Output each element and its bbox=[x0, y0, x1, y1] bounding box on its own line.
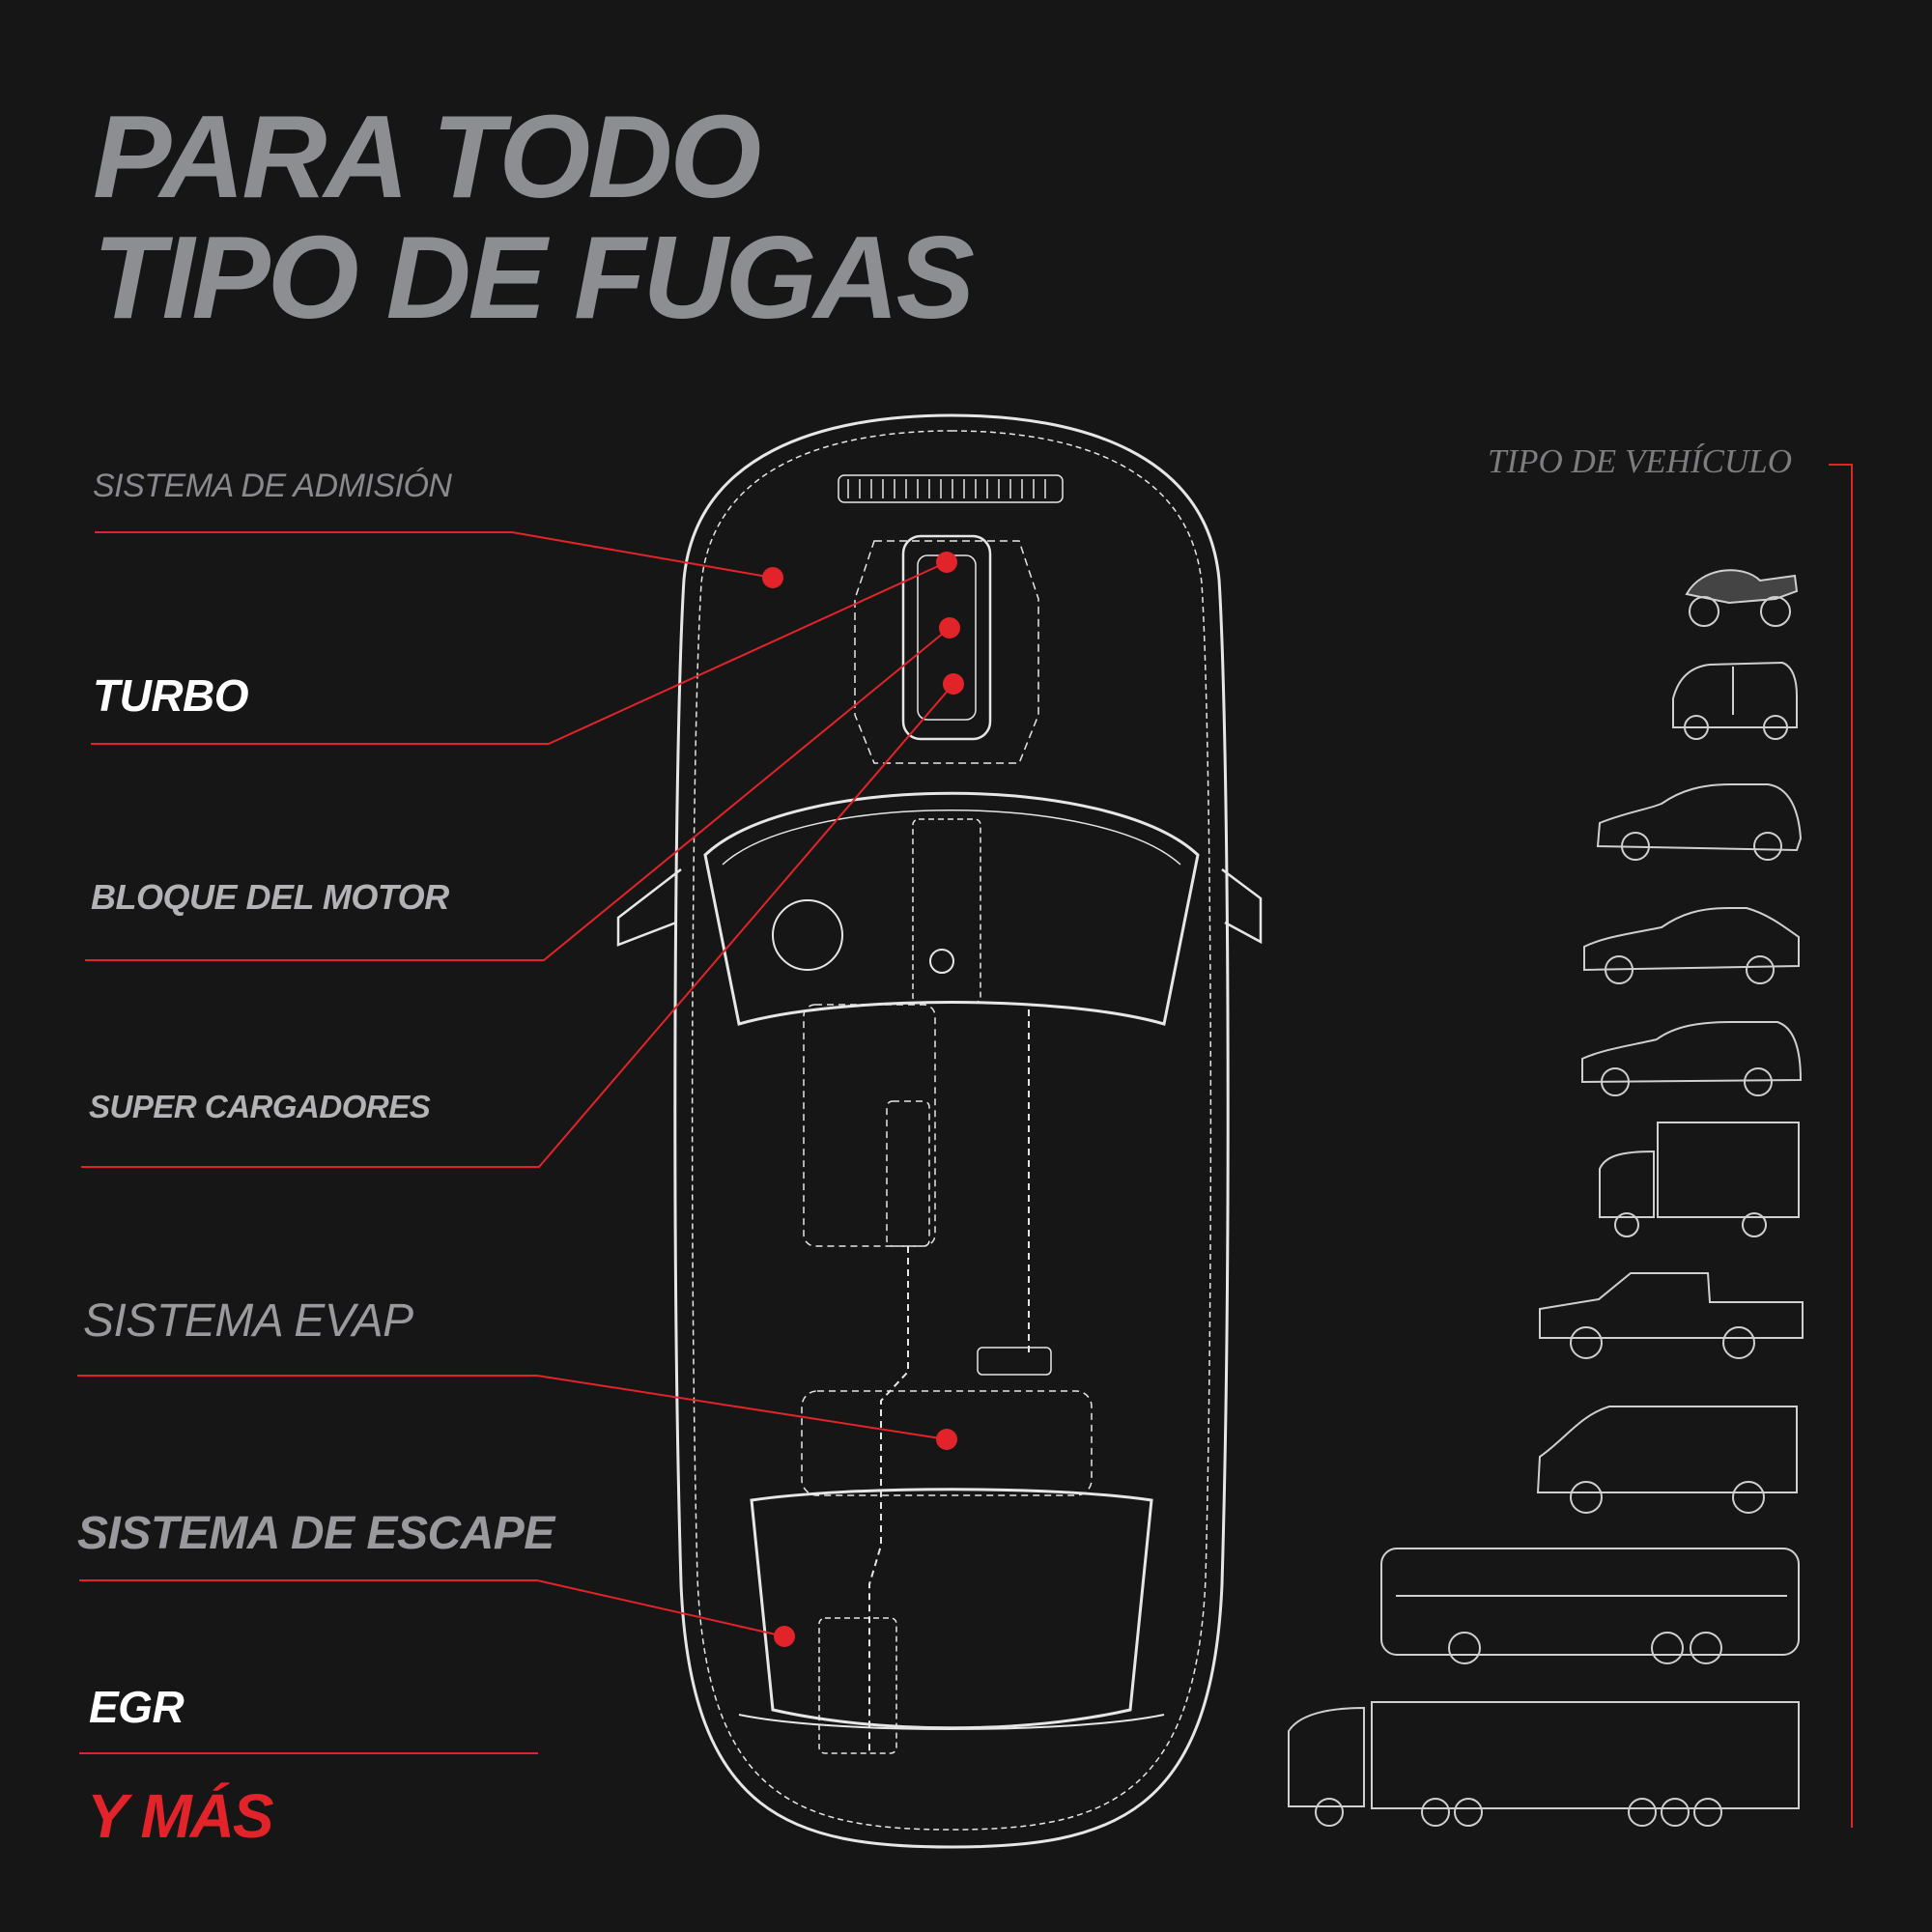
leader-line-engine-block bbox=[85, 627, 951, 961]
car-blueprint bbox=[616, 413, 1263, 1849]
leak-point-evap bbox=[936, 1429, 957, 1450]
van-icon bbox=[1536, 1406, 1798, 1514]
pickup-icon bbox=[1539, 1272, 1804, 1359]
headline: PARA TODO TIPO DE FUGAS bbox=[93, 91, 975, 343]
label-intake-system: SISTEMA DE ADMISIÓN bbox=[93, 468, 452, 504]
leak-point-engine-block bbox=[939, 617, 960, 639]
leader-line-turbo bbox=[91, 561, 948, 745]
leak-point-exhaust bbox=[774, 1626, 795, 1647]
vehicle-icons bbox=[1288, 569, 1804, 1827]
hatchback-icon bbox=[1596, 783, 1803, 861]
leader-lines bbox=[77, 464, 1853, 1828]
semi-truck-icon bbox=[1288, 1701, 1800, 1827]
leader-line-superchargers bbox=[81, 683, 954, 1168]
headline-line1: PARA TODO bbox=[93, 91, 761, 222]
label-engine-block: BLOQUE DEL MOTOR bbox=[91, 877, 449, 917]
label-turbo: TURBO bbox=[93, 670, 249, 721]
label-egr: EGR bbox=[89, 1682, 185, 1732]
label-exhaust-system: SISTEMA DE ESCAPE bbox=[77, 1508, 554, 1559]
leak-point-intake bbox=[762, 567, 783, 588]
label-superchargers: SUPER CARGADORES bbox=[89, 1089, 431, 1124]
hood-grille bbox=[847, 479, 1046, 498]
motorcycle-icon bbox=[1685, 569, 1799, 627]
sedan-icon bbox=[1583, 907, 1800, 984]
box-truck-icon bbox=[1599, 1122, 1800, 1237]
label-evap-system: SISTEMA EVAP bbox=[83, 1295, 413, 1347]
city-car-icon bbox=[1672, 661, 1798, 740]
leader-line-intake bbox=[95, 531, 774, 579]
leak-point-turbo bbox=[936, 552, 957, 573]
headline-line2: TIPO DE FUGAS bbox=[93, 212, 975, 343]
vehicle-type-title: TIPO DE VEHÍCULO bbox=[1488, 442, 1792, 480]
leak-points bbox=[762, 552, 964, 1647]
wagon-icon bbox=[1581, 1021, 1803, 1096]
vehicle-panel-bracket bbox=[1829, 464, 1853, 1828]
leader-line-exhaust bbox=[79, 1579, 785, 1637]
leader-line-evap bbox=[77, 1375, 948, 1440]
bus-icon bbox=[1380, 1548, 1800, 1664]
leak-point-superchargers bbox=[943, 673, 964, 695]
label-and-more: Y MÁS bbox=[87, 1781, 274, 1851]
